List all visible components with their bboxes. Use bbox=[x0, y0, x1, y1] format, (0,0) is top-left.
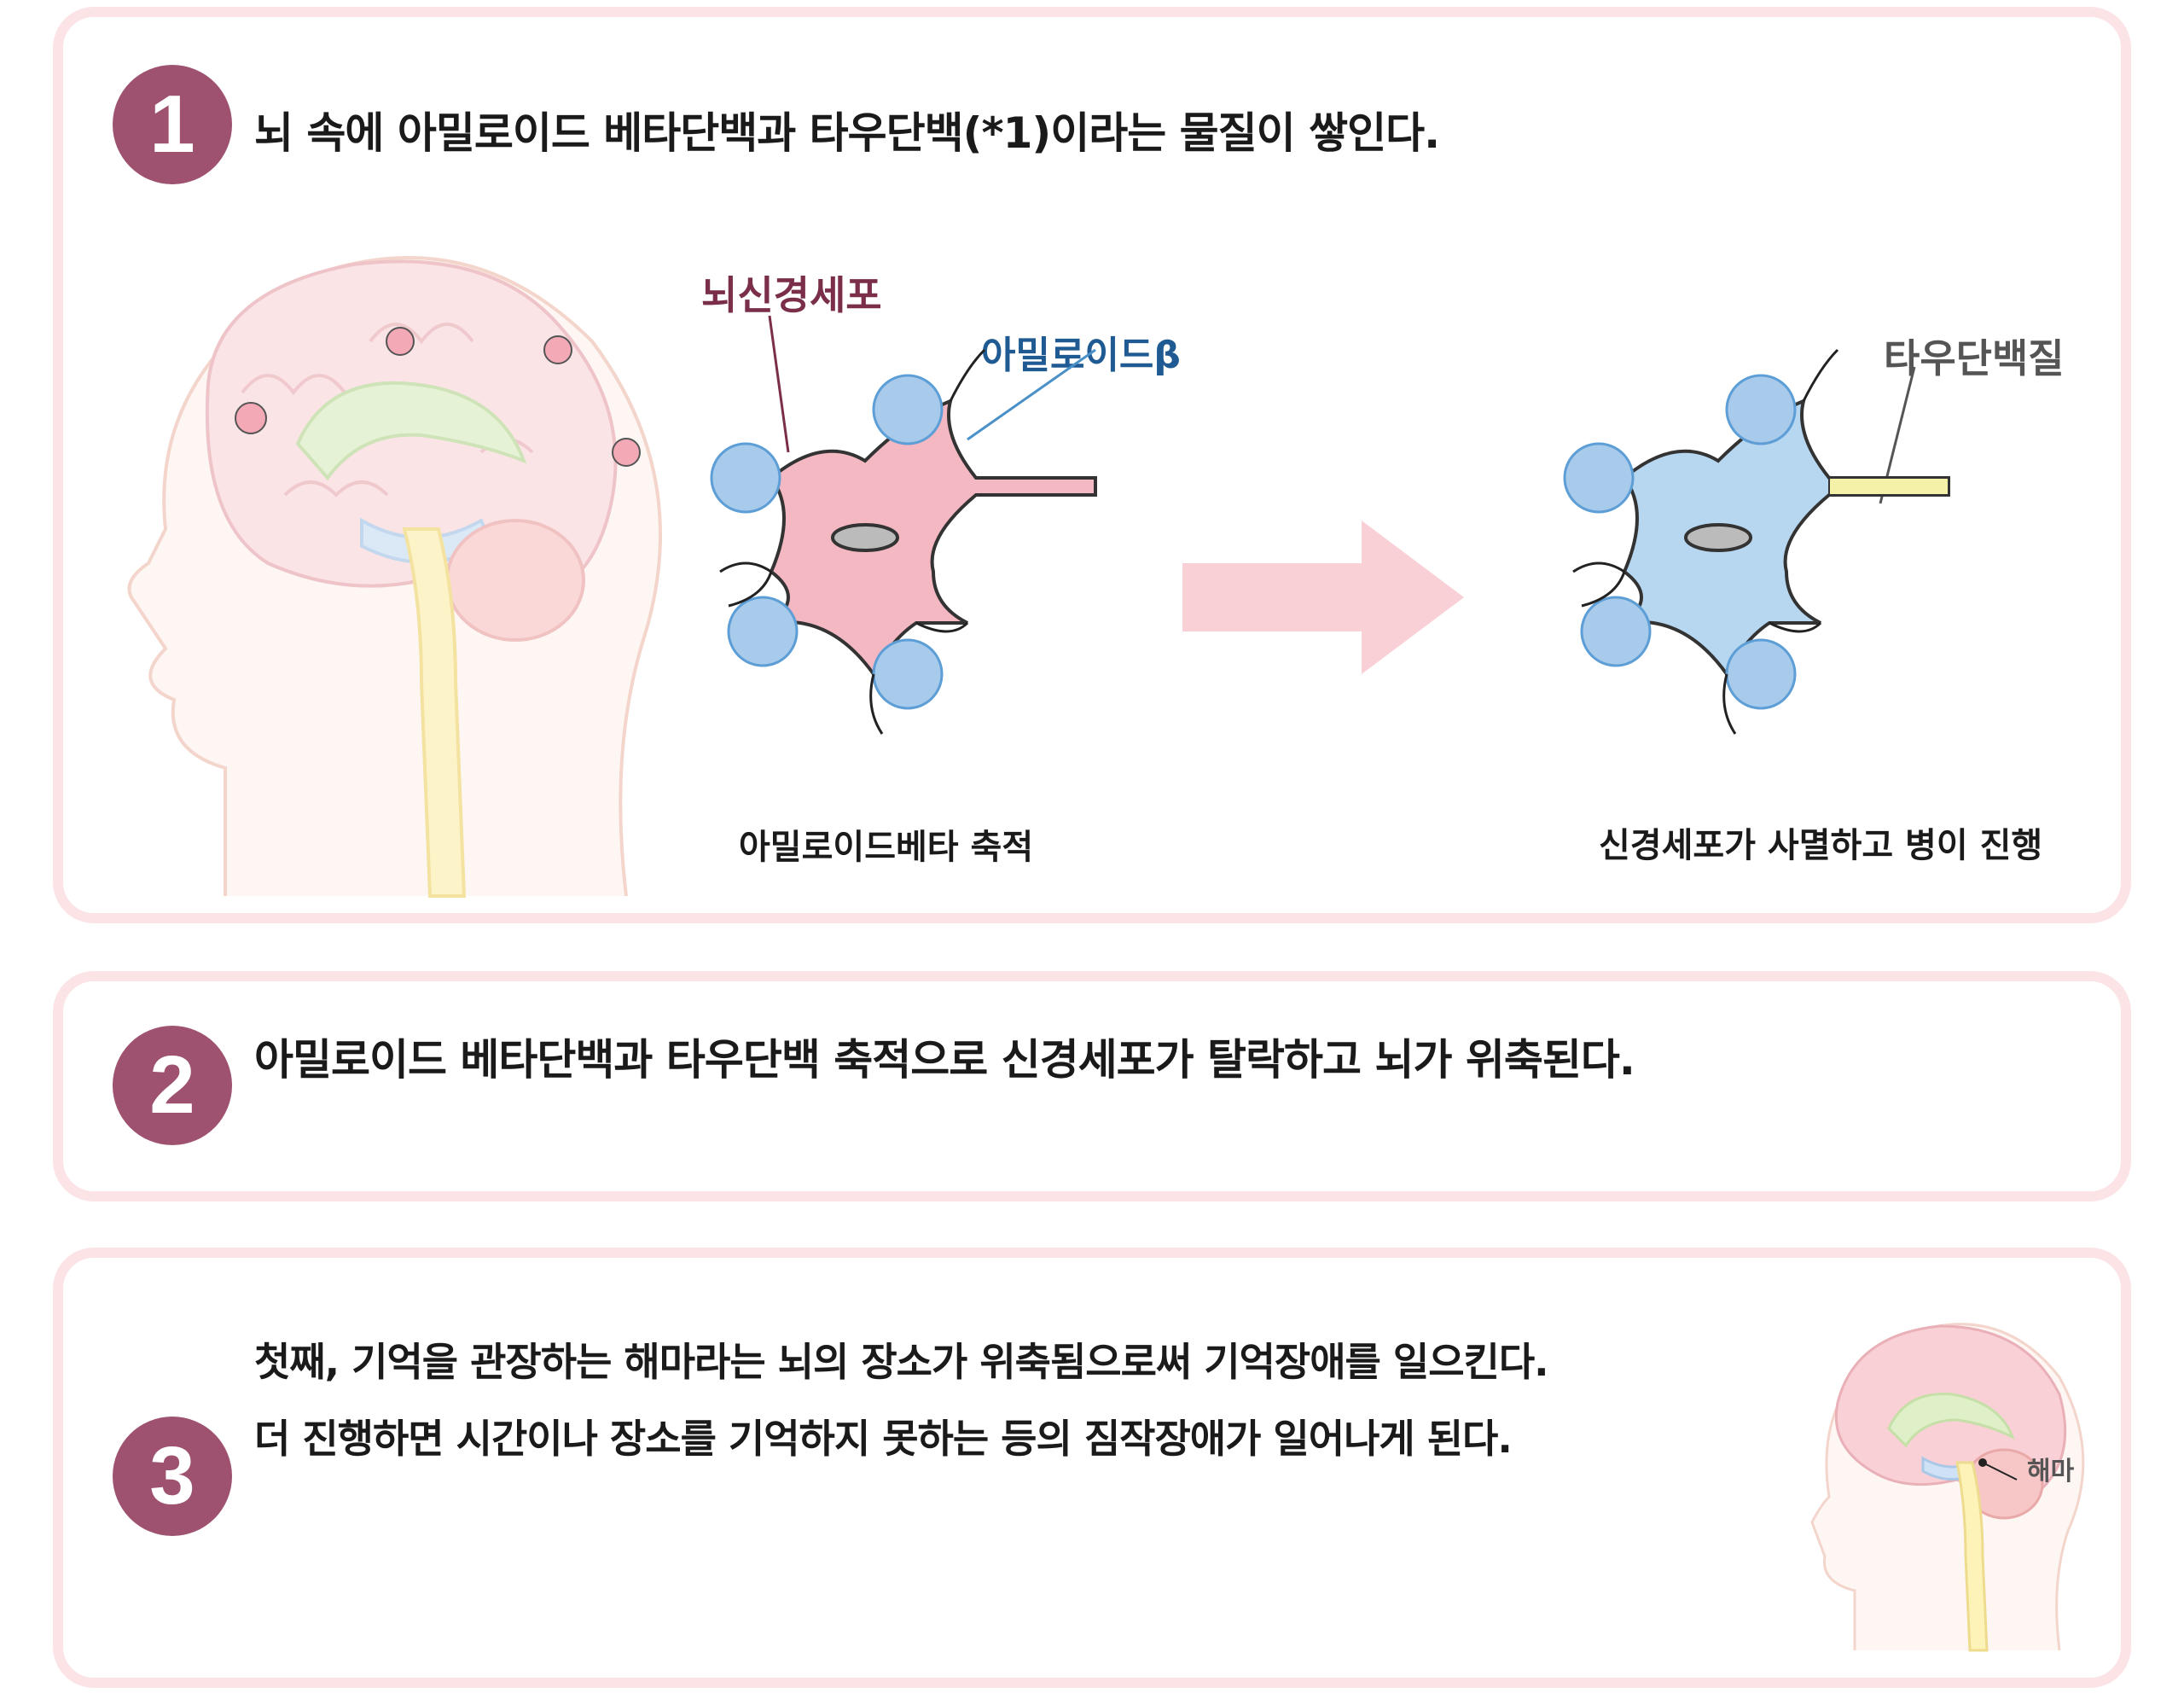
brain-head-illustration bbox=[127, 256, 662, 898]
hippocampus-label: 해마 bbox=[2027, 1457, 2075, 1486]
section-heading: 아밀로이드 베타단백과 타우단백 축적으로 신경세포가 탈락하고 뇌가 위축된다… bbox=[254, 1035, 1635, 1085]
section-heading: 뇌 속에 아밀로이드 베타단백과 타우단백(*1)이라는 물질이 쌓인다. bbox=[254, 108, 1440, 158]
diseased-neuron-diagram bbox=[1563, 348, 1950, 735]
section-3-panel: 3 첫째, 기억을 관장하는 해마라는 뇌의 장소가 위축됨으로써 기억장애를 … bbox=[53, 1248, 2131, 1688]
section-1-panel: 1 뇌 속에 아밀로이드 베타단백과 타우단백(*1)이라는 물질이 쌓인다. … bbox=[53, 7, 2131, 923]
neuron-label: 뇌신경세포 bbox=[701, 272, 882, 318]
section-number-badge: 1 bbox=[113, 65, 232, 184]
caption-left: 아밀로이드베타 축적 bbox=[739, 828, 1034, 867]
caption-right: 신경세포가 사멸하고 병이 진행 bbox=[1599, 826, 2043, 865]
healthy-neuron-diagram bbox=[710, 315, 1097, 735]
section-number-badge: 2 bbox=[113, 1026, 232, 1145]
section-line-2: 더 진행하면 시간이나 장소를 기억하지 못하는 등의 짐작장애가 일어나게 된… bbox=[254, 1416, 1513, 1462]
amyloid-label: 아밀로이드β bbox=[981, 334, 1181, 377]
hippocampus-brain-illustration bbox=[1810, 1323, 2085, 1652]
arrow-icon bbox=[1182, 521, 1464, 674]
section-number-badge: 3 bbox=[113, 1417, 232, 1536]
section-2-panel: 2 아밀로이드 베타단백과 타우단백 축적으로 신경세포가 탈락하고 뇌가 위축… bbox=[53, 971, 2131, 1201]
section-line-1: 첫째, 기억을 관장하는 해마라는 뇌의 장소가 위축됨으로써 기억장애를 일으… bbox=[254, 1339, 1549, 1385]
